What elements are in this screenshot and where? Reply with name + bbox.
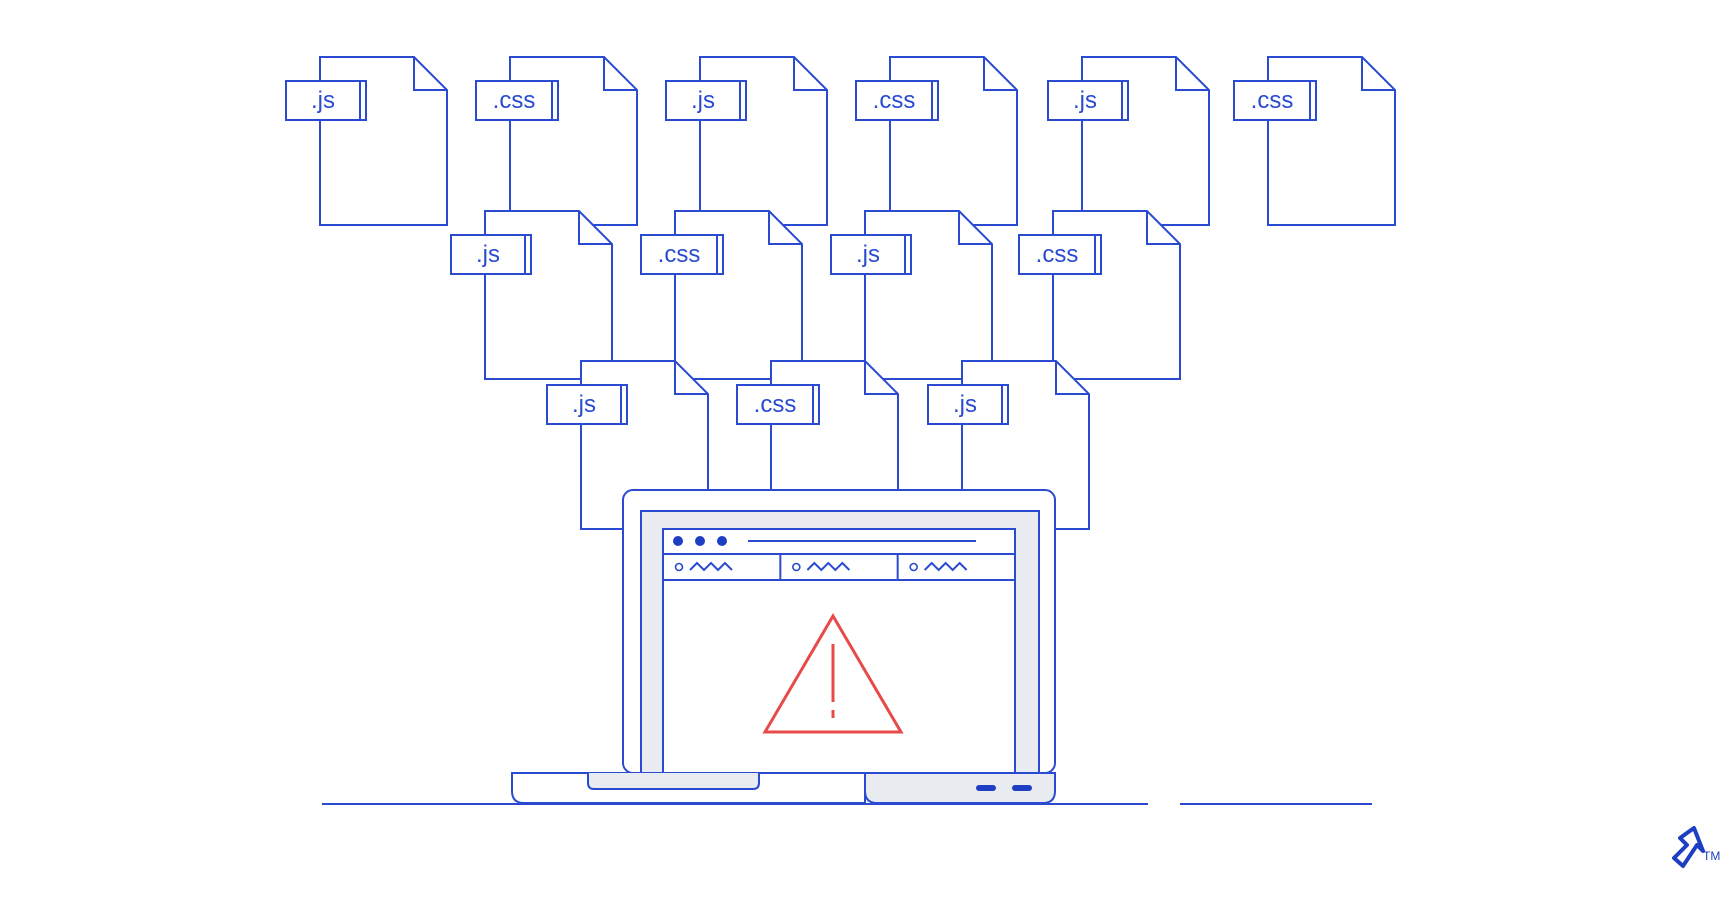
file-stack: .js .css .js .css .js .css .js .css .js .css .js .c…: [285, 56, 1396, 530]
circle-icon: [792, 562, 801, 572]
laptop: [511, 489, 1056, 804]
circle-icon: [909, 562, 918, 572]
browser-tab: [674, 561, 733, 572]
file-extension-label: .js: [691, 87, 715, 114]
file-css-icon: .css: [475, 56, 638, 226]
browser-tab: [779, 554, 851, 580]
file-tab: [285, 80, 361, 121]
file-extension-label: .js: [953, 391, 977, 418]
file-css-icon: .css: [736, 360, 899, 530]
window-dot-icon: [673, 536, 683, 546]
squiggle-icon: [923, 561, 968, 572]
file-tab: [1047, 80, 1123, 121]
file-tab: [640, 234, 718, 275]
file-extension-label: .css: [1036, 241, 1079, 268]
warning-triangle-icon: [762, 613, 904, 734]
trackpad: [587, 773, 760, 790]
circle-icon: [674, 562, 684, 572]
file-css-icon: .css: [1018, 210, 1181, 380]
indicator-light: [976, 785, 996, 791]
file-css-icon: .css: [855, 56, 1018, 226]
file-extension-label: .js: [856, 241, 880, 268]
file-extension-label: .css: [754, 391, 797, 418]
file-tab: [736, 384, 814, 425]
laptop-base: [511, 772, 1056, 804]
file-js-icon: .js: [927, 360, 1090, 530]
trademark-label: TM: [1703, 849, 1720, 863]
browser-window: [662, 528, 1016, 774]
window-controls: [673, 536, 727, 546]
browser-tab: [896, 554, 968, 580]
file-extension-label: .css: [493, 87, 536, 114]
file-tab: [1233, 80, 1311, 121]
file-tab: [1018, 234, 1096, 275]
squiggle-icon: [806, 561, 851, 572]
file-js-icon: .js: [546, 360, 709, 530]
file-css-icon: .css: [1233, 56, 1396, 226]
window-dot-icon: [695, 536, 705, 546]
indicator-light: [1012, 785, 1032, 791]
file-js-icon: .js: [665, 56, 828, 226]
file-tab: [546, 384, 622, 425]
file-extension-label: .js: [311, 87, 335, 114]
toptal-logo-icon: TM: [1672, 826, 1720, 868]
file-extension-label: .js: [1073, 87, 1097, 114]
squiggle-icon: [689, 561, 733, 572]
file-extension-label: .js: [572, 391, 596, 418]
file-tab: [450, 234, 526, 275]
file-css-icon: .css: [640, 210, 803, 380]
file-tab: [475, 80, 553, 121]
file-extension-label: .css: [1251, 87, 1294, 114]
file-js-icon: .js: [1047, 56, 1210, 226]
file-tab: [665, 80, 741, 121]
browser-tabs: [674, 554, 968, 580]
file-js-icon: .js: [285, 56, 448, 226]
file-extension-label: .css: [658, 241, 701, 268]
file-tab: [927, 384, 1003, 425]
file-js-icon: .js: [830, 210, 993, 380]
file-js-icon: .js: [450, 210, 613, 380]
file-tab: [855, 80, 933, 121]
window-dot-icon: [717, 536, 727, 546]
file-extension-label: .js: [476, 241, 500, 268]
file-extension-label: .css: [873, 87, 916, 114]
file-tab: [830, 234, 906, 275]
